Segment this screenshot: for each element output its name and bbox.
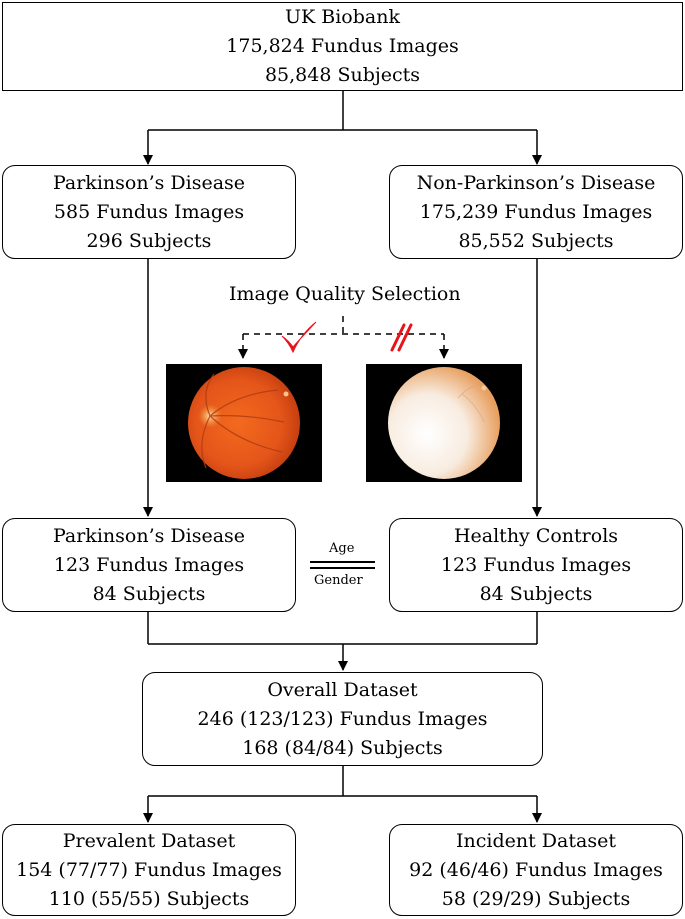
pd-initial-box: Parkinson’s Disease 585 Fundus Images 29…	[2, 165, 296, 259]
non-pd-box: Non-Parkinson’s Disease 175,239 Fundus I…	[389, 165, 683, 259]
healthy-controls-title: Healthy Controls	[453, 524, 619, 547]
matching-equals-icon	[310, 561, 375, 569]
non-pd-subjects: 85,552 Subjects	[458, 229, 614, 252]
pd-initial-title: Parkinson’s Disease	[52, 171, 246, 194]
prevalent-title: Prevalent Dataset	[62, 829, 236, 852]
pd-selected-images: 123 Fundus Images	[53, 553, 245, 576]
healthy-controls-box: Healthy Controls 123 Fundus Images 84 Su…	[389, 518, 683, 612]
checkmark-icon	[281, 321, 317, 354]
overall-dataset-box: Overall Dataset 246 (123/123) Fundus Ima…	[142, 672, 543, 766]
uk-biobank-title: UK Biobank	[285, 6, 400, 28]
healthy-controls-subjects: 84 Subjects	[479, 582, 593, 605]
incident-subjects: 58 (29/29) Subjects	[441, 887, 631, 910]
incident-dataset-box: Incident Dataset 92 (46/46) Fundus Image…	[389, 824, 683, 916]
uk-biobank-box: UK Biobank 175,824 Fundus Images 85,848 …	[2, 2, 683, 91]
healthy-controls-images: 123 Fundus Images	[440, 553, 632, 576]
incident-images: 92 (46/46) Fundus Images	[409, 858, 663, 881]
pd-initial-images: 585 Fundus Images	[53, 200, 245, 223]
incident-title: Incident Dataset	[456, 829, 616, 852]
pd-selected-title: Parkinson’s Disease	[52, 524, 246, 547]
overall-subjects: 168 (84/84) Subjects	[242, 736, 443, 759]
non-pd-images: 175,239 Fundus Images	[419, 200, 653, 223]
overall-images: 246 (123/123) Fundus Images	[197, 707, 488, 730]
pd-selected-box: Parkinson’s Disease 123 Fundus Images 84…	[2, 518, 296, 612]
pd-initial-subjects: 296 Subjects	[86, 229, 212, 252]
pd-selected-subjects: 84 Subjects	[92, 582, 206, 605]
uk-biobank-images: 175,824 Fundus Images	[226, 35, 459, 57]
double-slash-reject-icon	[390, 323, 413, 352]
overall-title: Overall Dataset	[267, 678, 418, 701]
non-pd-title: Non-Parkinson’s Disease	[416, 171, 656, 194]
matching-age-label: Age	[329, 541, 355, 556]
prevalent-subjects: 110 (55/55) Subjects	[48, 887, 250, 910]
rejected-fundus-image	[366, 364, 522, 482]
prevalent-dataset-box: Prevalent Dataset 154 (77/77) Fundus Ima…	[2, 824, 296, 916]
prevalent-images: 154 (77/77) Fundus Images	[16, 858, 282, 881]
uk-biobank-subjects: 85,848 Subjects	[264, 64, 421, 86]
matching-gender-label: Gender	[314, 573, 363, 588]
accepted-fundus-image	[166, 364, 322, 482]
image-quality-label: Image Quality Selection	[229, 283, 461, 305]
